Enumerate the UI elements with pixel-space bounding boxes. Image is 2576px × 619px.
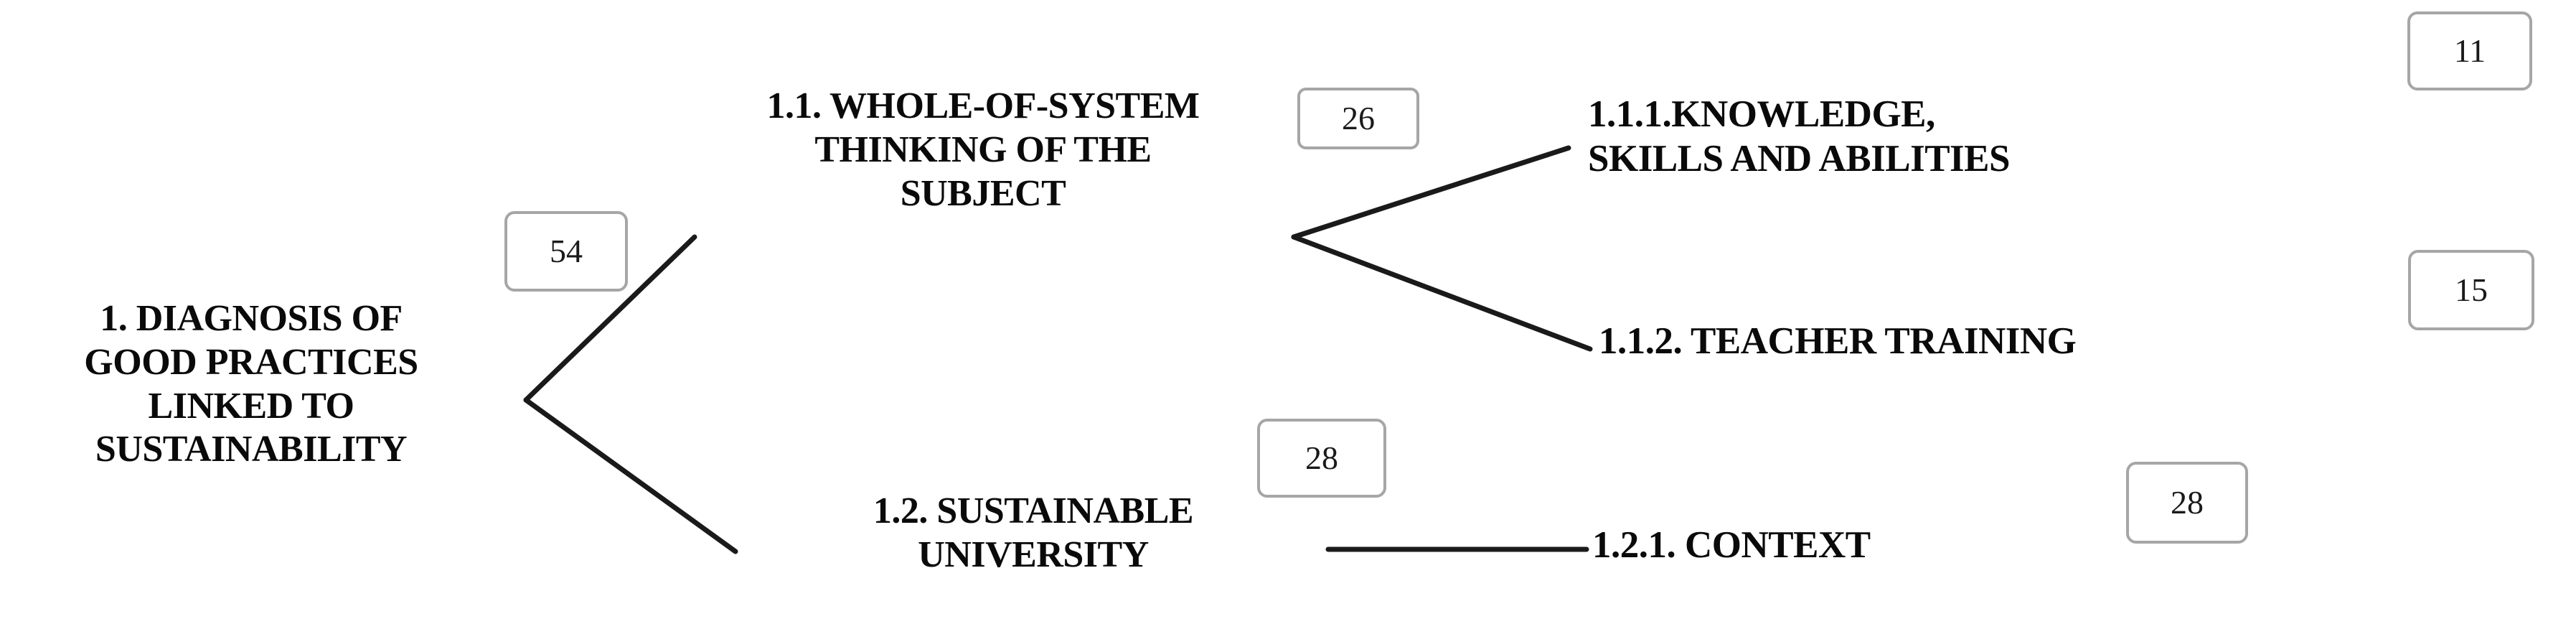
node-1-1-1-knowledge-skills-abilities: 1.1.1.KNOWLEDGE, SKILLS AND ABILITIES	[1588, 93, 2011, 180]
node-root-diagnosis: 1. DIAGNOSIS OF GOOD PRACTICES LINKED TO…	[84, 298, 418, 470]
edge-root-to-1-1	[523, 234, 697, 403]
count-badge-1-1-1: 11	[2407, 11, 2532, 90]
count-badge-1-1: 26	[1297, 88, 1419, 149]
node-1-2-sustainable-university: 1.2. SUSTAINABLE UNIVERSITY	[873, 490, 1194, 575]
node-1-1-2-teacher-training: 1.1.2. TEACHER TRAINING	[1599, 320, 2077, 362]
count-badge-1-2: 28	[1257, 419, 1386, 498]
edge-1-1-to-1-1-2	[1291, 234, 1593, 352]
edge-1-1-to-1-1-1	[1291, 145, 1571, 240]
node-1-2-1-context: 1.2.1. CONTEXT	[1592, 524, 1871, 566]
count-badge-root: 54	[504, 211, 628, 292]
count-badge-1-1-2: 15	[2408, 250, 2534, 330]
count-badge-1-2-1: 28	[2126, 462, 2248, 544]
node-1-1-whole-of-system-thinking: 1.1. WHOLE-OF-SYSTEM THINKING OF THE SUB…	[766, 85, 1200, 214]
edge-root-to-1-2	[523, 397, 738, 554]
